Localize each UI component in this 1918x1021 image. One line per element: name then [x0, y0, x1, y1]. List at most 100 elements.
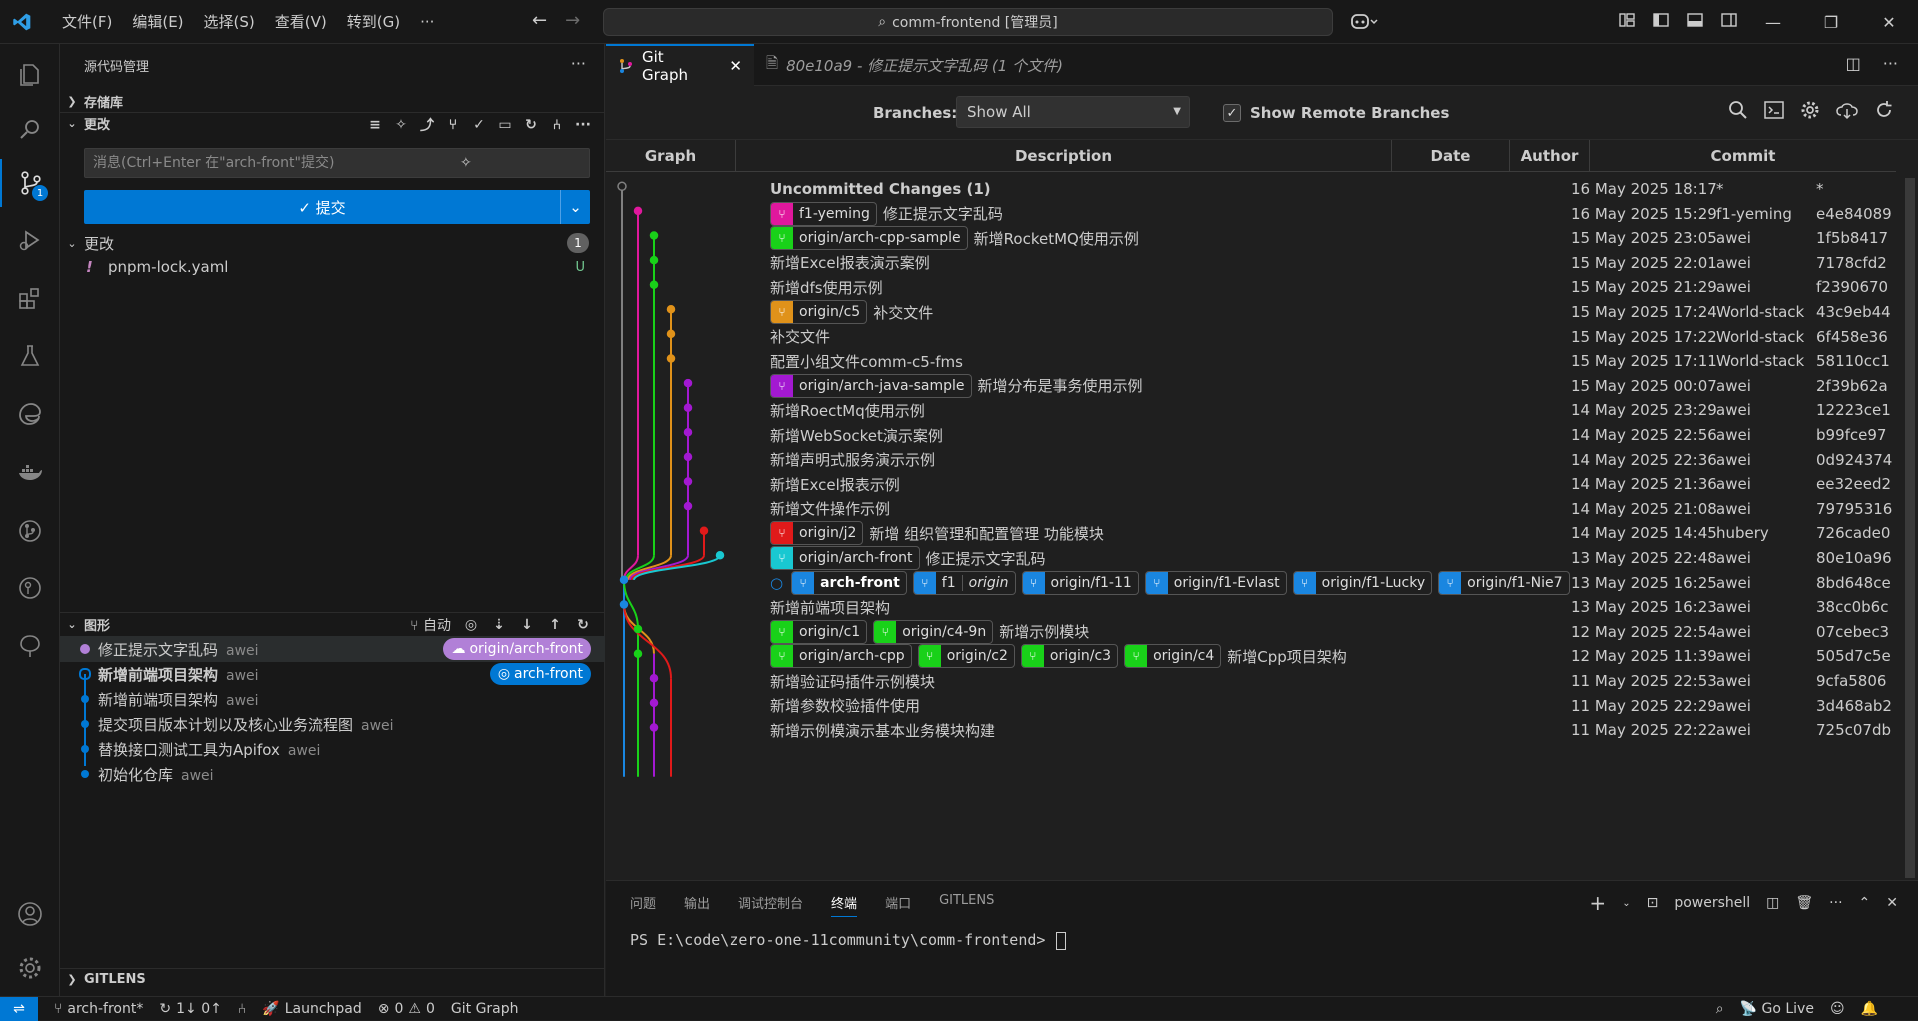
- commit-node[interactable]: [683, 403, 693, 412]
- branch-ref-tag[interactable]: ⑂origin/c5: [770, 300, 868, 324]
- toggle-sidebar-icon[interactable]: [1652, 11, 1670, 29]
- commit-node[interactable]: [683, 378, 693, 388]
- branch-ref-tag[interactable]: ⑂origin/f1-Evlast: [1144, 570, 1287, 595]
- panel-tab-problems[interactable]: 问题: [630, 897, 657, 912]
- sparkle-icon[interactable]: ✧: [395, 117, 407, 133]
- refresh-icon[interactable]: ↻: [525, 117, 537, 133]
- panel-tab-terminal[interactable]: 终端: [831, 893, 858, 917]
- commit-row[interactable]: ⑂origin/arch-cpp⑂origin/c2⑂origin/c3⑂ori…: [606, 641, 1896, 671]
- refresh-graph-icon[interactable]: ↻: [577, 617, 589, 633]
- fetch-cloud-icon[interactable]: [1836, 100, 1858, 120]
- branch-filter-icon[interactable]: ⑂ 自动: [410, 618, 451, 634]
- commit-node[interactable]: [649, 231, 659, 240]
- menu-file[interactable]: 文件(F): [62, 12, 113, 31]
- gitlens-icon[interactable]: [0, 564, 60, 612]
- commit-node[interactable]: [633, 649, 643, 658]
- col-description[interactable]: Description: [736, 140, 1392, 171]
- graph-section-header[interactable]: ⌄ 图形 ⑂ 自动 ◎ ⇣ ↓ ↑ ↻: [60, 613, 605, 635]
- col-author[interactable]: Author: [1510, 140, 1590, 171]
- copilot-status-icon[interactable]: ☺: [1829, 1000, 1845, 1017]
- commit-node[interactable]: [649, 280, 659, 289]
- run-debug-icon[interactable]: [0, 216, 60, 264]
- more-icon[interactable]: ···: [1829, 895, 1843, 911]
- pull-icon[interactable]: ↓: [521, 617, 533, 633]
- commit-node[interactable]: [683, 477, 693, 486]
- commit-row[interactable]: Uncommitted Changes (1)16 May 2025 18:17…: [606, 174, 1896, 204]
- maximize-panel-chevron-up-icon[interactable]: ⌃: [1858, 895, 1871, 911]
- restore-icon[interactable]: ❐: [1823, 12, 1839, 32]
- branch-ref-tag[interactable]: ⑂f1-yeming: [770, 201, 877, 226]
- commit-node[interactable]: [666, 305, 676, 314]
- commit-node[interactable]: [683, 501, 693, 511]
- commit-node[interactable]: [617, 181, 627, 192]
- panel-tab-output[interactable]: 输出: [684, 897, 711, 912]
- command-center-search[interactable]: ⌕ comm-frontend [管理员]: [603, 8, 1333, 36]
- panel-tab-debug-console[interactable]: 调试控制台: [738, 897, 804, 912]
- status-graph-icon[interactable]: ⑃: [237, 1000, 247, 1017]
- repositories-section[interactable]: ❯ 存储库: [60, 90, 605, 112]
- pull-request-icon[interactable]: ⤴: [420, 118, 434, 134]
- commit-node[interactable]: [699, 526, 709, 535]
- changes-section[interactable]: ⌄ 更改 ≡ ✧ ⤴ ⑂ ✓ ▭ ↻ ⑃ ···: [60, 112, 605, 134]
- docker-icon[interactable]: [0, 449, 60, 497]
- commit-node[interactable]: [666, 329, 676, 339]
- back-arrow-icon[interactable]: ←: [532, 10, 548, 31]
- branch-ref-tag[interactable]: ⑂origin/f1-11: [1021, 570, 1139, 595]
- tree-remote-icon[interactable]: [0, 622, 60, 670]
- find-search-icon[interactable]: [1728, 100, 1748, 120]
- close-icon[interactable]: ✕: [1882, 12, 1896, 32]
- menu-view[interactable]: 查看(V): [274, 12, 327, 31]
- commit-node[interactable]: [633, 624, 643, 634]
- customize-layout-icon[interactable]: [1618, 11, 1636, 29]
- terminal-output[interactable]: PS E:\code\zero-one-11community\comm-fro…: [630, 931, 1067, 950]
- branch-ref-tag[interactable]: ⑂origin/arch-java-sample: [770, 373, 972, 398]
- push-icon[interactable]: ↑: [549, 617, 561, 633]
- branch-ref-tag[interactable]: ⑂origin/c4-9n: [873, 619, 994, 644]
- source-control-icon[interactable]: 1: [0, 159, 60, 207]
- menu-more[interactable]: ···: [420, 12, 435, 31]
- terminal-dropdown-icon[interactable]: ⌄: [1622, 897, 1631, 909]
- gitlens-section[interactable]: ❯ GITLENS: [60, 968, 605, 990]
- notifications-bell-icon[interactable]: 🔔: [1860, 1000, 1878, 1017]
- explorer-icon[interactable]: [0, 50, 60, 98]
- shell-name[interactable]: powershell: [1674, 895, 1751, 911]
- commit-node[interactable]: [715, 551, 725, 560]
- more-actions-icon[interactable]: ···: [1882, 54, 1898, 73]
- target-icon[interactable]: ◎: [464, 617, 478, 633]
- status-sync[interactable]: ↻1↓ 0↑: [159, 1001, 221, 1017]
- commit-node[interactable]: [649, 723, 659, 732]
- status-branch[interactable]: ⑂arch-front*: [54, 1001, 143, 1017]
- panel-tab-gitlens[interactable]: GITLENS: [939, 893, 995, 908]
- terminal-icon[interactable]: [1764, 100, 1784, 120]
- branch-ref-tag[interactable]: ⑂origin/c3: [1020, 644, 1119, 669]
- scrollbar-thumb[interactable]: [1905, 178, 1915, 878]
- more-icon[interactable]: ···: [575, 117, 591, 133]
- branch-ref-tag[interactable]: ⑂origin/arch-cpp: [770, 644, 912, 669]
- col-graph[interactable]: Graph: [606, 140, 736, 171]
- graph-icon[interactable]: ⑃: [552, 117, 562, 133]
- status-launchpad[interactable]: 🚀Launchpad: [262, 1001, 362, 1017]
- commit-node[interactable]: [666, 354, 676, 363]
- col-commit[interactable]: Commit: [1710, 146, 1776, 165]
- close-panel-icon[interactable]: ✕: [1886, 895, 1898, 911]
- col-date[interactable]: Date: [1392, 140, 1510, 171]
- more-actions-icon[interactable]: ···: [570, 54, 586, 73]
- commit-node[interactable]: [649, 674, 659, 683]
- panel-tab-ports[interactable]: 端口: [885, 897, 912, 912]
- comment-icon[interactable]: ▭: [498, 117, 512, 133]
